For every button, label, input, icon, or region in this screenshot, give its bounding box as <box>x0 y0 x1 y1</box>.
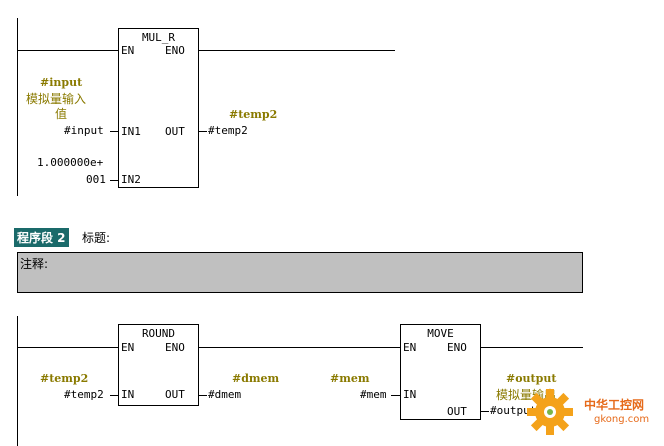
in1-comment-2: 值 <box>55 107 68 121</box>
move-block[interactable]: MOVE EN ENO IN OUT <box>400 324 481 420</box>
round-out-wire <box>199 395 207 396</box>
round-block[interactable]: ROUND EN ENO IN OUT <box>118 324 199 406</box>
in2-wire <box>110 180 118 181</box>
round-out-operand[interactable]: #dmem <box>208 388 242 401</box>
gear-icon <box>527 389 573 435</box>
out-operand[interactable]: #temp2 <box>208 124 248 137</box>
in1-wire <box>110 131 118 132</box>
rung-line-en <box>17 50 118 51</box>
in2-operand[interactable]: 1.000000e+ <box>37 156 104 169</box>
in1-symbol: #input <box>40 76 83 89</box>
move-in-symbol: #mem <box>330 372 370 385</box>
mul-r-block[interactable]: MUL_R EN ENO IN1 OUT IN2 <box>118 28 199 188</box>
move-pin-out: OUT <box>447 405 467 418</box>
move-out-symbol: #output <box>506 372 557 385</box>
round-pin-eno: ENO <box>165 341 185 354</box>
out-wire <box>199 131 207 132</box>
network2-comment: 注释: <box>20 257 49 271</box>
watermark-url: gkong.com <box>594 414 650 425</box>
watermark-cn: 中华工控网 <box>584 398 645 412</box>
network2-title[interactable]: 标题: <box>82 231 111 245</box>
rung-line-round-en <box>17 347 118 348</box>
round-in-symbol: #temp2 <box>40 372 89 385</box>
pin-in2: IN2 <box>121 173 141 186</box>
pin-en: EN <box>121 44 135 57</box>
round-out-symbol: #dmem <box>232 372 280 385</box>
rung-line-eno <box>198 50 395 51</box>
move-pin-en: EN <box>403 341 417 354</box>
in1-operand[interactable]: #input <box>64 124 104 137</box>
move-pin-eno: ENO <box>447 341 467 354</box>
move-in-operand[interactable]: #mem <box>360 388 387 401</box>
move-title: MOVE <box>427 327 454 340</box>
pin-out: OUT <box>165 125 185 138</box>
block-title: MUL_R <box>141 31 176 44</box>
in1-comment: 模拟量输入 <box>26 92 87 106</box>
in2-operand-2: 001 <box>86 173 106 186</box>
pin-in1: IN1 <box>121 125 141 138</box>
rung-line-move-eno <box>480 347 583 348</box>
network2-label[interactable]: 程序段 2 <box>14 228 69 247</box>
round-title: ROUND <box>141 327 176 340</box>
move-out-operand[interactable]: #output <box>490 404 537 417</box>
out-symbol: #temp2 <box>229 108 278 121</box>
move-in-wire <box>391 395 400 396</box>
move-out-wire <box>481 411 489 412</box>
round-pin-en: EN <box>121 341 135 354</box>
rung-line-between <box>198 347 400 348</box>
network2-comment-box[interactable]: 注释: <box>17 252 583 293</box>
pin-eno: ENO <box>165 44 185 57</box>
power-rail-network2 <box>17 316 18 446</box>
power-rail-network1 <box>17 18 18 196</box>
round-in-operand[interactable]: #temp2 <box>64 388 104 401</box>
move-pin-in: IN <box>403 388 417 401</box>
round-pin-out: OUT <box>165 388 185 401</box>
round-pin-in: IN <box>121 388 135 401</box>
round-in-wire <box>110 395 118 396</box>
